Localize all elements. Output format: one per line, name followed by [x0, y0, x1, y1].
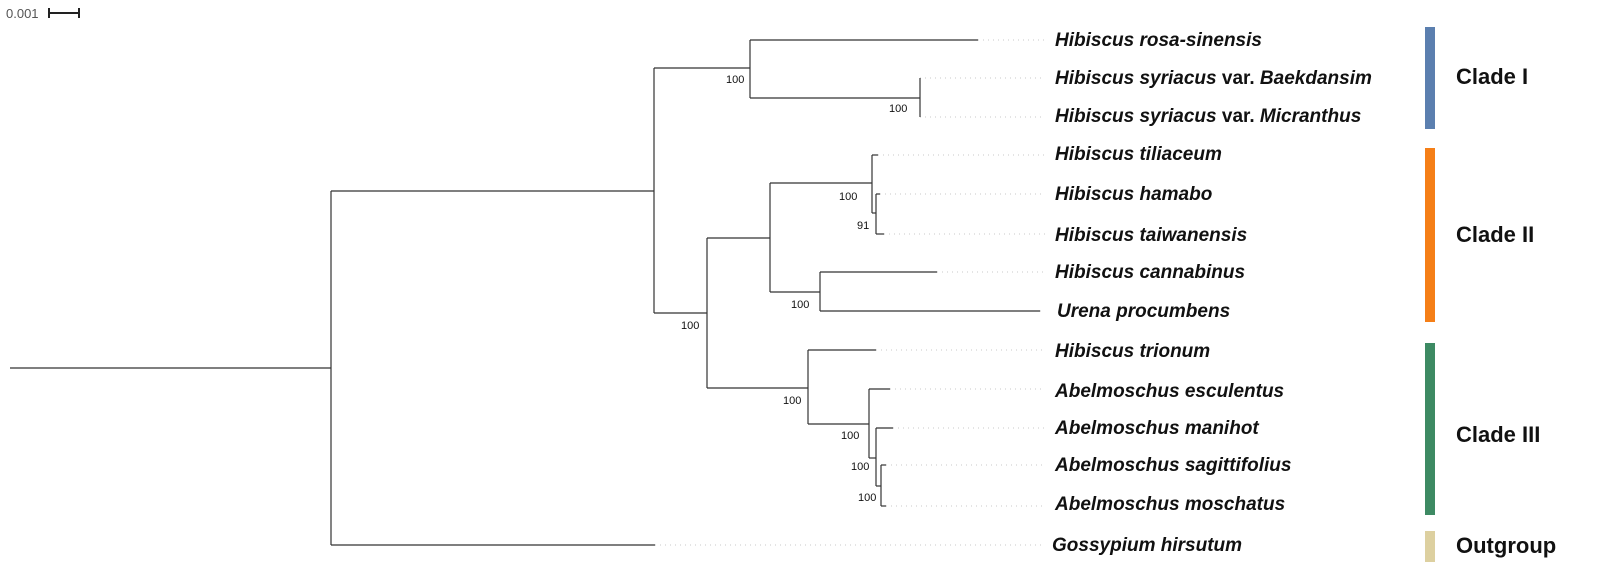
- taxon-label: Abelmoschus manihot: [1054, 418, 1259, 439]
- taxon-label: Urena procumbens: [1057, 301, 1230, 322]
- taxon-label-part: Abelmoschus manihot: [1054, 418, 1259, 439]
- taxon-label-part: Abelmoschus esculentus: [1054, 381, 1284, 402]
- taxon-label-part: Hibiscus hamabo: [1055, 184, 1212, 205]
- clade-bar-3: [1425, 343, 1435, 515]
- clade-bar-2: [1425, 148, 1435, 322]
- taxon-label-part: Abelmoschus moschatus: [1054, 494, 1285, 515]
- clade-bars: [1425, 27, 1435, 562]
- clade-label: Clade II: [1456, 222, 1534, 247]
- bootstrap-value: 100: [889, 103, 907, 115]
- taxon-label: Hibiscus rosa-sinensis: [1055, 30, 1262, 51]
- taxon-label-part: Hibiscus trionum: [1055, 341, 1210, 362]
- tip-leaders: [655, 39, 1045, 546]
- bootstrap-value: 100: [783, 395, 801, 407]
- taxon-label-part: Gossypium hirsutum: [1052, 535, 1242, 556]
- taxon-label: Abelmoschus sagittifolius: [1054, 455, 1291, 476]
- taxon-label-part: Baekdansim: [1260, 68, 1372, 89]
- clade-bar-outgroup: [1425, 531, 1435, 562]
- taxon-label-part: Hibiscus syriacus: [1055, 106, 1217, 127]
- taxon-label: Hibiscus cannabinus: [1055, 262, 1245, 283]
- taxon-label: Hibiscus taiwanensis: [1055, 225, 1247, 246]
- taxon-label-part: Hibiscus syriacus: [1055, 68, 1217, 89]
- bootstrap-value: 100: [726, 74, 744, 86]
- scale-label: 0.001: [6, 6, 39, 21]
- taxon-label-part: Hibiscus tiliaceum: [1055, 144, 1222, 165]
- taxon-label-part: Micranthus: [1260, 106, 1361, 127]
- bootstrap-value: 100: [839, 191, 857, 203]
- clade-label: Clade III: [1456, 422, 1540, 447]
- bootstrap-value: 100: [851, 461, 869, 473]
- bootstrap-value: 100: [791, 299, 809, 311]
- taxon-label-part: Hibiscus rosa-sinensis: [1055, 30, 1262, 51]
- bootstrap-value: 100: [841, 430, 859, 442]
- taxon-label: Abelmoschus esculentus: [1054, 381, 1284, 402]
- clade-label: Clade I: [1456, 64, 1528, 89]
- bootstrap-value: 91: [857, 220, 869, 232]
- taxon-label: Hibiscus trionum: [1055, 341, 1210, 362]
- bootstrap-values: 100 100 100 91 100 100 100 100 100 100: [681, 74, 907, 504]
- taxon-label: Hibiscus syriacus var. Micranthus: [1055, 106, 1361, 127]
- taxon-label-part: Hibiscus cannabinus: [1055, 262, 1245, 283]
- tree-branches: [10, 39, 1040, 546]
- taxon-label: Hibiscus hamabo: [1055, 184, 1212, 205]
- taxon-label: Hibiscus syriacus var. Baekdansim: [1055, 68, 1372, 89]
- taxon-label-part: Hibiscus taiwanensis: [1055, 225, 1247, 246]
- bootstrap-value: 100: [681, 320, 699, 332]
- taxon-label: Hibiscus tiliaceum: [1055, 144, 1222, 165]
- clade-bar-1: [1425, 27, 1435, 129]
- clade-label: Outgroup: [1456, 533, 1556, 558]
- taxon-label-part: var.: [1217, 68, 1260, 89]
- taxon-label-part: Urena procumbens: [1057, 301, 1230, 322]
- taxon-label-part: Abelmoschus sagittifolius: [1054, 455, 1291, 476]
- bootstrap-value: 100: [858, 492, 876, 504]
- taxon-label: Gossypium hirsutum: [1052, 535, 1242, 556]
- clade-labels: Clade I Clade II Clade III Outgroup: [1456, 64, 1556, 558]
- taxon-label: Abelmoschus moschatus: [1054, 494, 1285, 515]
- taxon-label-part: var.: [1217, 106, 1260, 127]
- scale-bar: 0.001: [6, 6, 80, 21]
